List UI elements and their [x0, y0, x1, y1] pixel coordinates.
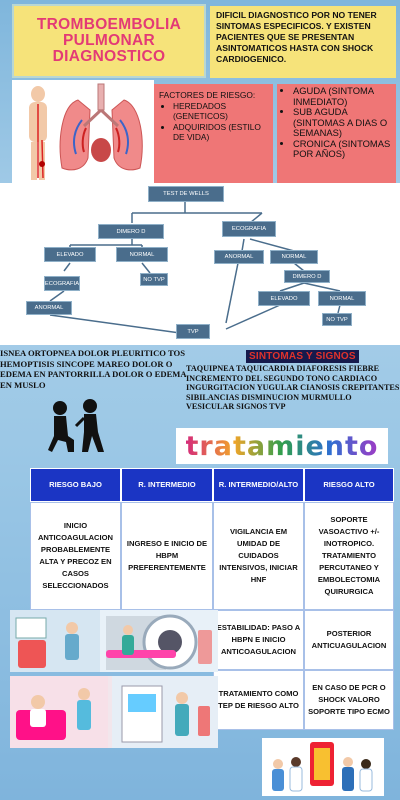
medical-team-image	[272, 742, 373, 792]
node-dimero-d-right: DIMERO D	[284, 270, 330, 283]
node-ecografia-left: ECOGRAFIA	[44, 276, 80, 291]
node-normal-right: NORMAL	[270, 250, 318, 264]
node-ecografia-top: ECOGRAFIA	[222, 221, 276, 237]
risk-factor-item: HEREDADOS (GENETICOS)	[173, 101, 268, 121]
table-cell: EN CASO DE PCR O SHOCK VALORO SOPORTE TI…	[304, 670, 394, 730]
node-dimero-d: DIMERO D	[98, 224, 164, 239]
tep-type-item: CRONICA (SINTOMAS POR AÑOS)	[293, 138, 392, 160]
table-header: RIESGO ALTO	[304, 468, 394, 502]
signs-list: TAQUIPNEA TAQUICARDIA DIAFORESIS FIEBRE …	[186, 364, 400, 411]
node-elevado-left: ELEVADO	[44, 247, 96, 262]
table-cell: ESTABILIDAD: PASO A HBPN E INICIO ANTICO…	[213, 610, 304, 670]
node-normal-left: NORMAL	[116, 247, 168, 262]
table-cell: TRATAMIENTO COMO TEP DE RIESGO ALTO	[213, 670, 304, 730]
node-no-tvp-right: NO TVP	[322, 313, 352, 326]
node-elevado-right: ELEVADO	[258, 291, 310, 306]
lungs-image	[29, 83, 143, 180]
table-cell: POSTERIOR ANTICUAGULACION	[304, 610, 394, 670]
hospital-scan-illustration	[10, 610, 218, 672]
intro-box: DIFICIL DIAGNOSTICO POR NO TENER SINTOMA…	[210, 6, 396, 78]
node-anormal-left: ANORMAL	[26, 301, 72, 315]
flowchart-connectors	[49, 201, 341, 334]
diagnostic-flowchart: TEST DE WELLS DIMERO D ECOGRAFIA ELEVADO…	[0, 183, 400, 345]
medical-team-illustration	[262, 738, 384, 796]
tep-type-item: AGUDA (SINTOMA INMEDIATO)	[293, 85, 392, 107]
lungs-illustration	[12, 80, 154, 183]
table-cell: INICIO ANTICOAGULACION PROBABLEMENTE ALT…	[30, 502, 121, 610]
tep-type-item: SUB AGUDA (SINTOMAS A DIAS O SEMANAS)	[293, 106, 392, 139]
table-cell: VIGILANCIA EM UMIDAD DE CUIDADOS INTENSI…	[213, 502, 304, 610]
table-header: R. INTERMEDIO	[121, 468, 213, 502]
table-cell: INGRESO E INICIO DE HBPM PREFERENTEMENTE	[121, 502, 213, 610]
tep-types-box: AGUDA (SINTOMA INMEDIATO) SUB AGUDA (SIN…	[277, 84, 396, 183]
people-illustration	[44, 396, 108, 454]
symptoms-title: SINTOMAS Y SIGNOS	[246, 350, 359, 363]
hospital-care-image	[10, 676, 218, 748]
risk-factors-heading: FACTORES DE RIESGO:	[159, 90, 256, 100]
page-title: TROMBOEMBOLIA PULMONAR DIAGNOSTICO	[12, 4, 206, 78]
intro-text: DIFICIL DIAGNOSTICO POR NO TENER SINTOMA…	[216, 10, 377, 64]
page-title-text: TROMBOEMBOLIA PULMONAR DIAGNOSTICO	[36, 16, 182, 65]
hospital-care-illustration	[10, 676, 218, 748]
risk-factors-box: FACTORES DE RIESGO: HEREDADOS (GENETICOS…	[154, 84, 273, 183]
table-cell: SOPORTE VASOACTIVO +/- INOTROPICO. TRATA…	[304, 502, 394, 610]
hospital-scan-image	[10, 610, 218, 672]
risk-factor-item: ADQUIRIDOS (ESTILO DE VIDA)	[173, 122, 268, 142]
treatment-banner: tratamiento	[176, 428, 388, 464]
symptoms-list: ISNEA ORTOPNEA DOLOR PLEURITICO TOS HEMO…	[0, 348, 187, 390]
tep-types-list: AGUDA (SINTOMA INMEDIATO) SUB AGUDA (SIN…	[293, 85, 392, 160]
table-header: R. INTERMEDIO/ALTO	[213, 468, 304, 502]
node-test-wells: TEST DE WELLS	[148, 186, 224, 202]
treatment-banner-text: tratamiento	[185, 430, 379, 462]
node-tvp: TVP	[176, 324, 210, 339]
node-no-tvp-left: NO TVP	[140, 273, 168, 286]
node-normal-right-2: NORMAL	[318, 291, 366, 306]
risk-factors-list: HEREDADOS (GENETICOS) ADQUIRIDOS (ESTILO…	[173, 101, 268, 142]
table-header: RIESGO BAJO	[30, 468, 121, 502]
node-anormal-mid: ANORMAL	[214, 250, 264, 264]
people-image	[48, 399, 104, 452]
